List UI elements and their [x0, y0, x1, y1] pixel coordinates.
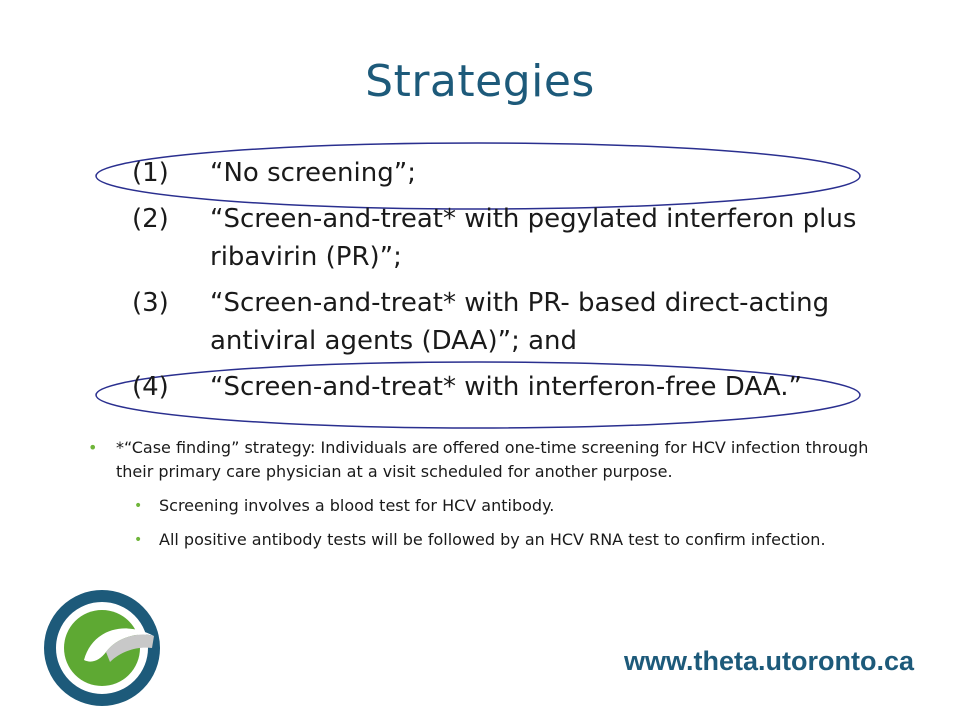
bullet-icon: •: [88, 438, 98, 457]
theta-logo-icon: [44, 590, 160, 706]
strategy-text: “Screen-and-treat* with PR- based direct…: [210, 288, 830, 356]
note-bullet: • *“Case finding” strategy: Individuals …: [88, 436, 878, 484]
strategy-item: (3) “Screen-and-treat* with PR- based di…: [132, 284, 872, 360]
strategy-item: (2) “Screen-and-treat* with pegylated in…: [132, 200, 872, 276]
strategy-number: (4): [132, 372, 169, 402]
footer-url: www.theta.utoronto.ca: [624, 646, 914, 676]
sub-note-bullet: • Screening involves a blood test for HC…: [134, 494, 878, 518]
strategy-list: (1) “No screening”; (2) “Screen-and-trea…: [132, 154, 872, 414]
strategy-text: “No screening”;: [210, 158, 416, 188]
strategy-number: (1): [132, 158, 169, 188]
notes-section: • *“Case finding” strategy: Individuals …: [88, 436, 878, 552]
sub-note-bullet: • All positive antibody tests will be fo…: [134, 528, 878, 552]
note-text: *“Case finding” strategy: Individuals ar…: [116, 438, 869, 481]
strategy-item: (1) “No screening”;: [132, 154, 872, 192]
sub-note-text: Screening involves a blood test for HCV …: [159, 496, 555, 515]
slide-title: Strategies: [365, 56, 595, 107]
strategy-text: “Screen-and-treat* with pegylated interf…: [210, 204, 857, 272]
strategy-item: (4) “Screen-and-treat* with interferon-f…: [132, 368, 872, 406]
strategy-number: (2): [132, 204, 169, 234]
bullet-icon: •: [134, 498, 143, 514]
sub-note-text: All positive antibody tests will be foll…: [159, 530, 826, 549]
bullet-icon: •: [134, 532, 143, 548]
strategy-text: “Screen-and-treat* with interferon-free …: [210, 372, 802, 402]
strategy-number: (3): [132, 288, 169, 318]
